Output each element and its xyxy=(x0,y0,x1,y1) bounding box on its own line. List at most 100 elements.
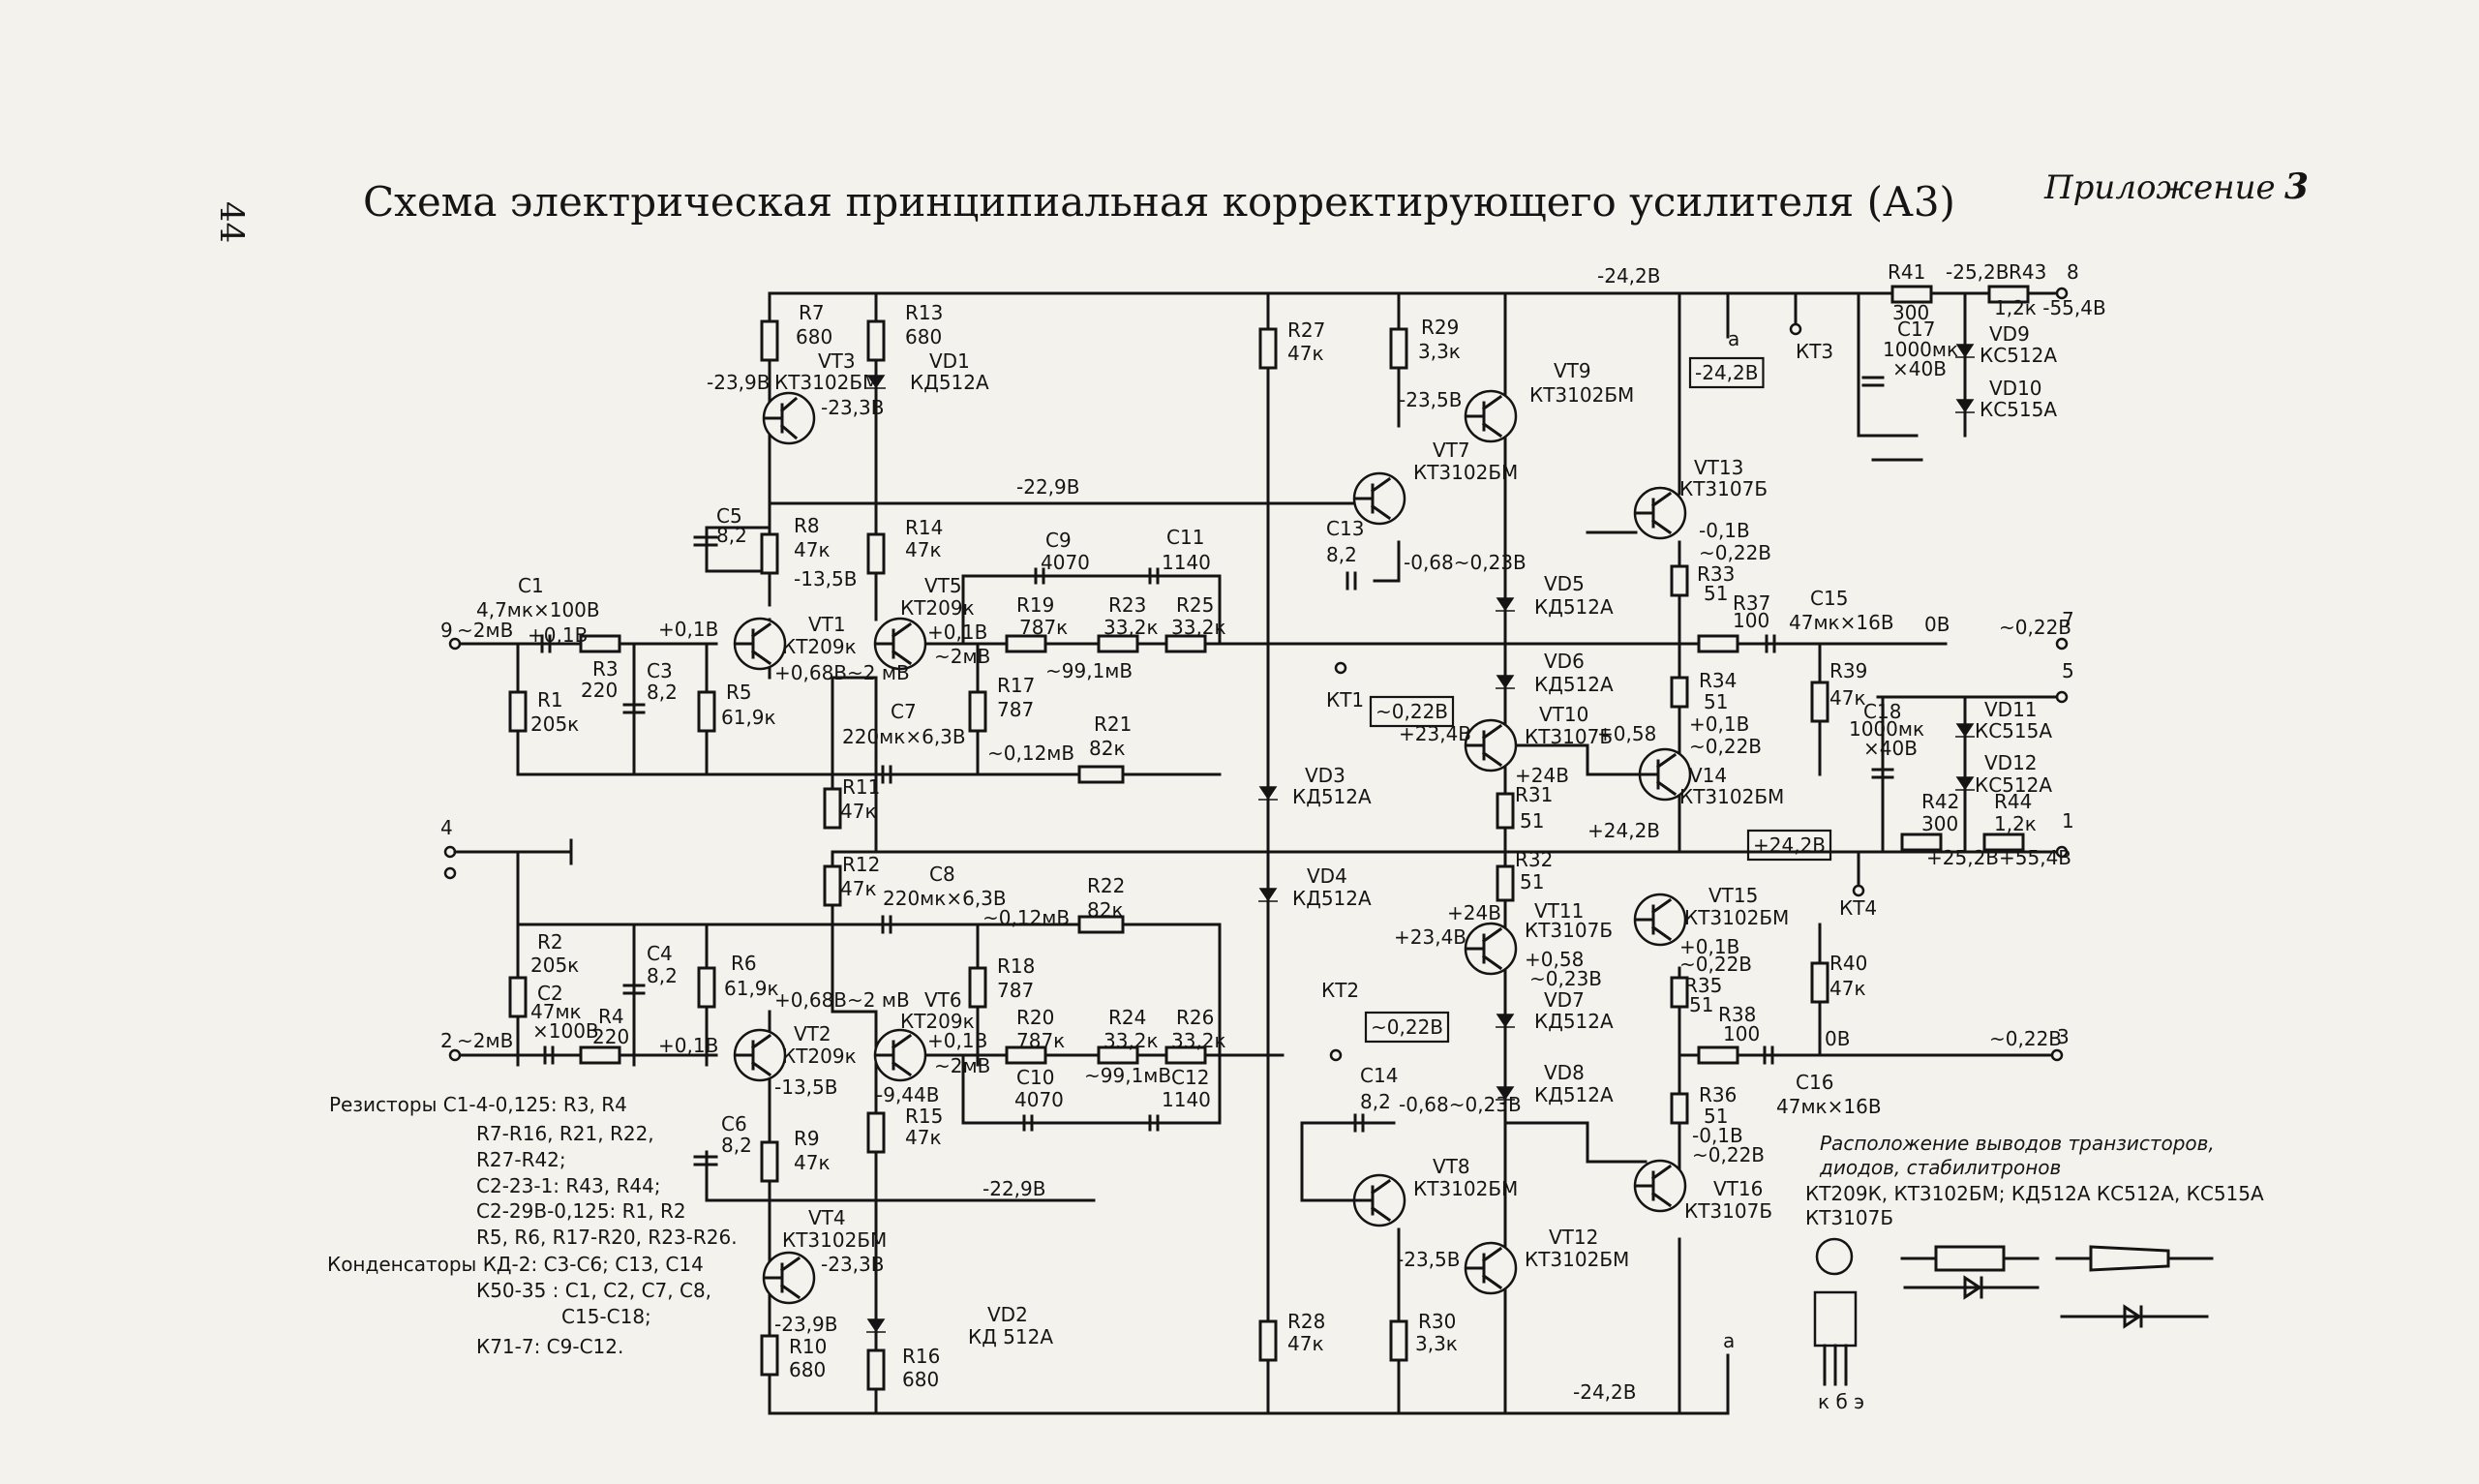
component-label: R3 xyxy=(592,657,619,681)
component-label: VD1 xyxy=(929,349,970,373)
component-label: VT16 xyxy=(1713,1177,1763,1200)
component-label: ×40В xyxy=(1892,357,1947,380)
component-label: R17 xyxy=(997,674,1035,697)
component-label: R31 xyxy=(1515,783,1553,806)
transistor-vt16 xyxy=(1633,1159,1687,1213)
wire xyxy=(1876,695,2059,854)
capacitor-c7 xyxy=(881,765,892,784)
transistor-vt1 xyxy=(733,617,787,671)
component-label: R41 xyxy=(1888,260,1925,284)
component-label: С1 xyxy=(518,574,544,597)
component-label: -0,1В xyxy=(1692,1124,1743,1147)
component-label: ~2мВ xyxy=(934,1054,990,1077)
component-label: VT15 xyxy=(1708,884,1758,907)
component-label: 1 xyxy=(2062,809,2074,833)
component-label: ~0,22В xyxy=(1699,541,1771,564)
resistor-r37 xyxy=(1697,634,1739,653)
component-label: 2 xyxy=(440,1029,453,1052)
component-label: R22 xyxy=(1087,874,1125,897)
component-label: КТ209к xyxy=(782,635,857,658)
wire xyxy=(705,526,771,573)
test-point-kt3 xyxy=(1789,322,1802,336)
component-label: КТ3107Б xyxy=(1684,1199,1772,1223)
component-label: 61,9к xyxy=(724,977,779,1000)
component-label: 82к xyxy=(1089,737,1126,760)
component-label: VD3 xyxy=(1305,764,1345,787)
wire xyxy=(1503,743,1648,776)
component-label: С15 xyxy=(1810,587,1848,610)
component-label: а xyxy=(1723,1329,1735,1352)
component-label: КТ3102БМ xyxy=(1413,461,1518,484)
resistor-r6 xyxy=(697,966,716,1009)
component-label: С11 xyxy=(1166,526,1204,549)
component-label: КТ3102БМ xyxy=(774,371,879,394)
resistor-r36 xyxy=(1670,1092,1689,1125)
component-label: С7 xyxy=(891,700,917,723)
component-label: R15 xyxy=(905,1105,943,1128)
component-label: VD10 xyxy=(1989,377,2042,400)
component-label: VT2 xyxy=(794,1022,831,1045)
component-label: 4070 xyxy=(1014,1088,1064,1111)
capacitor-c15 xyxy=(1765,634,1776,653)
resistor-r29 xyxy=(1389,327,1408,370)
component-label: +0,1В xyxy=(927,1029,987,1052)
component-label: VT10 xyxy=(1539,703,1588,726)
pinout-subtitle: диодов, стабилитронов xyxy=(1819,1156,2061,1179)
component-label: КТ209к xyxy=(900,1010,975,1033)
component-label: 47к xyxy=(840,800,877,823)
resistor-r1 xyxy=(508,690,528,733)
component-label: VT13 xyxy=(1694,456,1743,479)
capacitor-c1 xyxy=(540,634,552,653)
component-label: +55,4В xyxy=(1999,846,2071,869)
component-label: 47мк xyxy=(530,1000,582,1023)
component-label: 3,3к xyxy=(1418,340,1461,363)
component-label: 82к xyxy=(1087,898,1124,922)
resistor-r40 xyxy=(1810,961,1829,1004)
parts-line: Резисторы С1-4-0,125: R3, R4 xyxy=(329,1093,627,1116)
parts-line: R7-R16, R21, R22, xyxy=(476,1122,654,1145)
transistor-vt6 xyxy=(873,1028,927,1082)
component-label: -9,44В xyxy=(876,1083,939,1106)
component-label: -0,68~0,23В xyxy=(1404,551,1527,574)
diode-vd3 xyxy=(1258,786,1278,801)
component-label: КД512А xyxy=(1534,673,1614,696)
wire xyxy=(1857,291,1919,438)
diode-vd7 xyxy=(1496,1014,1515,1028)
component-label: 51 xyxy=(1520,809,1544,833)
component-label: КТ3102БМ xyxy=(1679,785,1784,808)
component-label: С8 xyxy=(929,863,955,886)
resistor-r42 xyxy=(1900,833,1943,852)
component-label: -0,68~0,23В xyxy=(1399,1093,1522,1116)
capacitor-c12 xyxy=(1148,1114,1160,1132)
resistor-r23 xyxy=(1097,634,1139,653)
terminal-5 xyxy=(2055,690,2069,704)
wire xyxy=(831,676,878,854)
component-label: +24,2В xyxy=(1587,819,1660,842)
component-label: 680 xyxy=(905,325,942,348)
component-label: КТ3102БМ xyxy=(1413,1177,1518,1200)
component-label: -24,2В xyxy=(1597,264,1660,288)
component-label: ~0,12мВ xyxy=(983,906,1070,929)
component-label: VD8 xyxy=(1544,1061,1585,1084)
component-label: VD11 xyxy=(1984,698,2038,721)
component-label: 4070 xyxy=(1041,551,1090,574)
component-label: КС512А xyxy=(1975,773,2052,797)
parts-line: С15-С18; xyxy=(561,1305,651,1328)
component-label: VD5 xyxy=(1544,572,1585,595)
component-label: С13 xyxy=(1326,517,1364,540)
transistor-vt3 xyxy=(762,391,816,445)
capacitor-c2 xyxy=(543,1045,555,1065)
component-label: 100 xyxy=(1733,609,1769,632)
component-label: 51 xyxy=(1704,582,1728,605)
component-label: VD12 xyxy=(1984,751,2038,774)
boxed-label: +24,2В xyxy=(1746,829,1832,862)
zener-vd12 xyxy=(1955,776,1975,791)
boxed-label: ~0,22В xyxy=(1364,1011,1450,1044)
component-label: R43 xyxy=(2009,260,2046,284)
component-label: 47к xyxy=(1287,1332,1324,1355)
component-label: ~2мВ xyxy=(457,1029,513,1052)
capacitor-c18 xyxy=(1871,768,1894,779)
appendix-number: 3 xyxy=(2284,167,2309,207)
resistor-r31 xyxy=(1496,792,1515,830)
